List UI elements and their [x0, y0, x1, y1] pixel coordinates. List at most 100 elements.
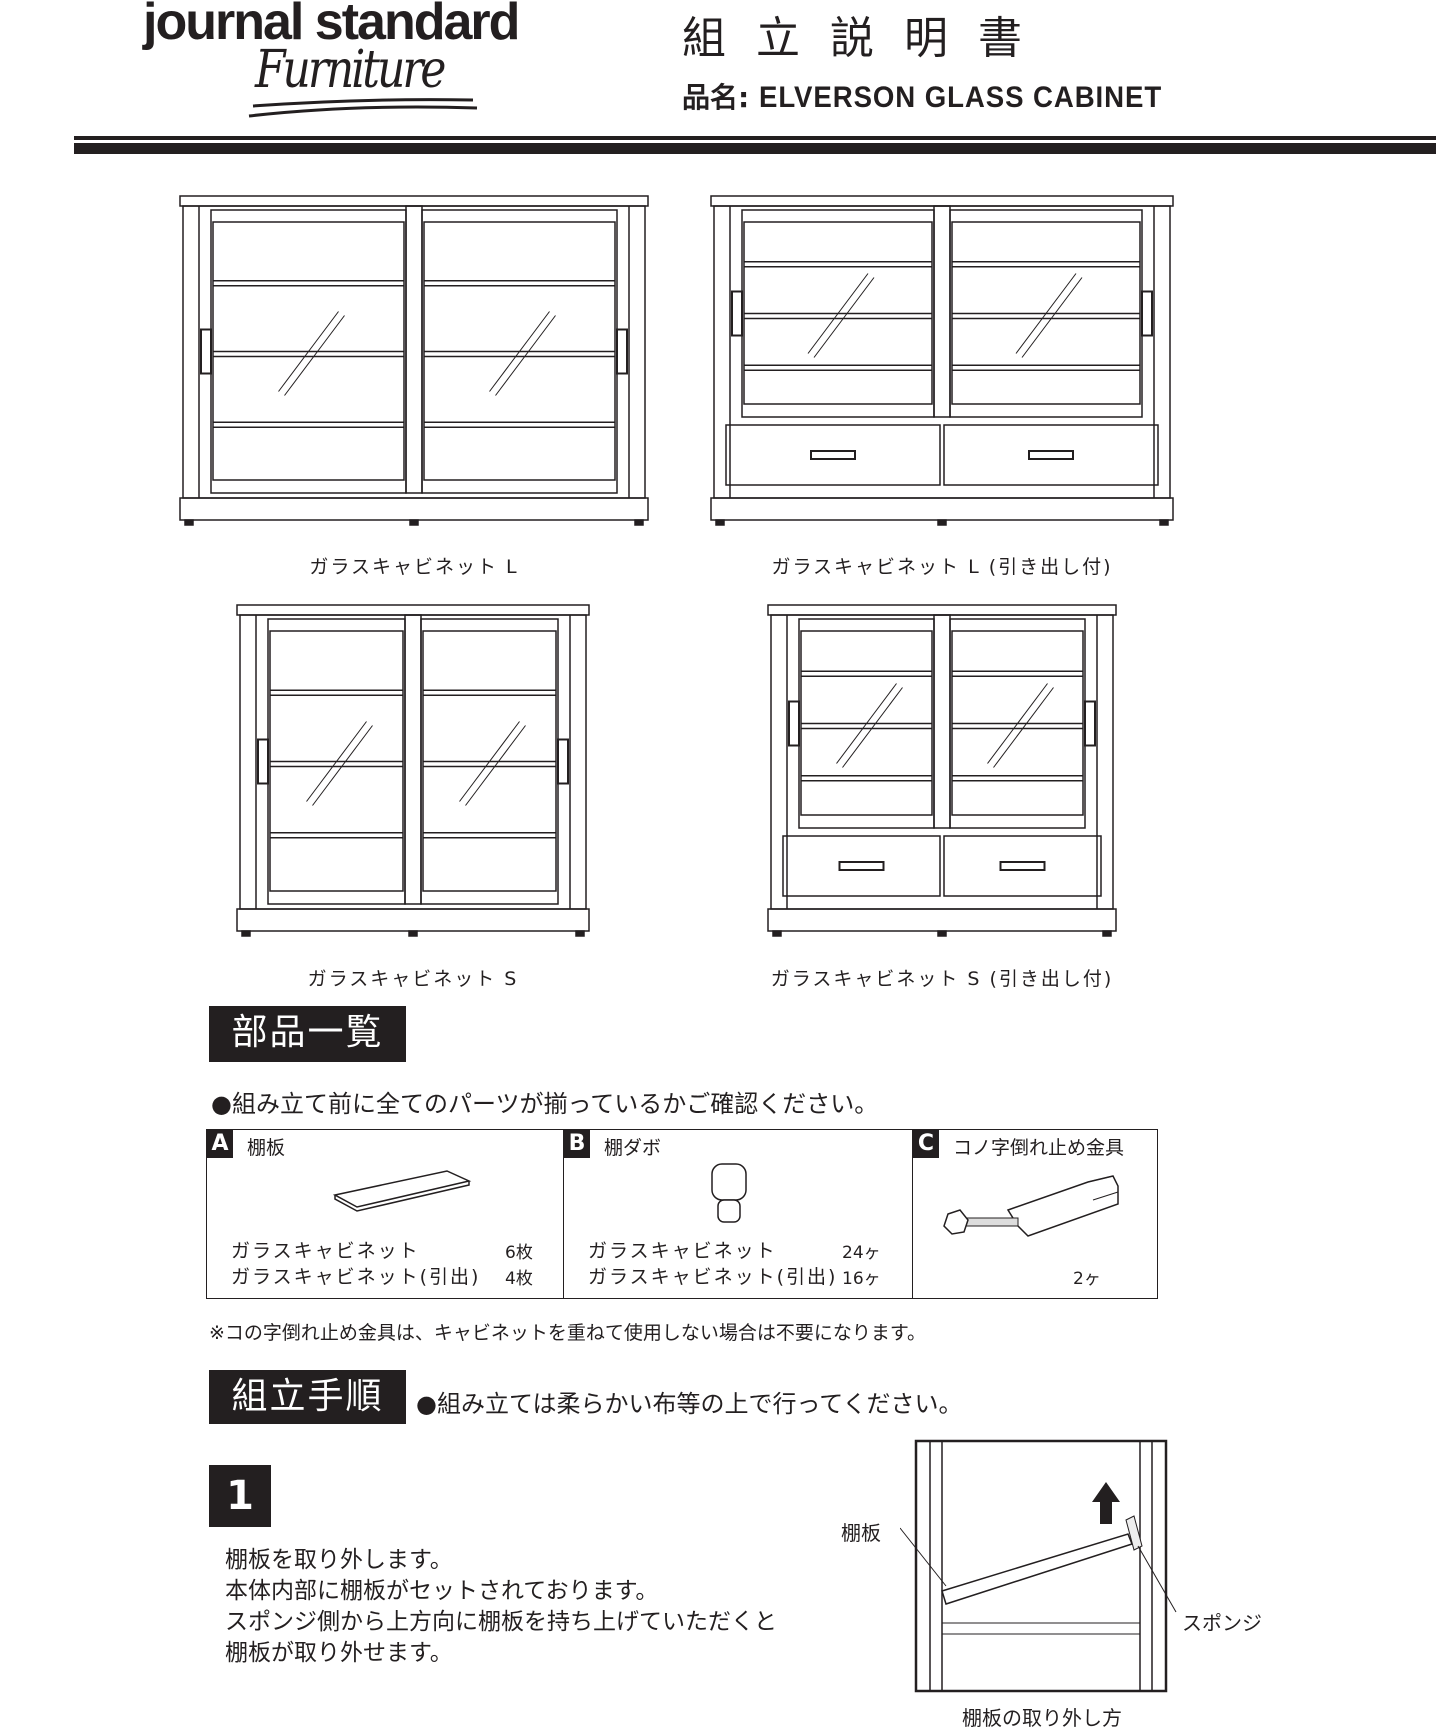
model-caption: ガラスキャビネット S: [307, 968, 519, 990]
door-handle: [1141, 290, 1153, 337]
part-row-qty: 4枚: [505, 1269, 533, 1289]
drawer-handle: [1028, 450, 1074, 460]
shelf-board-icon: [332, 1170, 472, 1212]
glass-reflection: [807, 273, 869, 354]
drawer-front: [943, 835, 1102, 897]
drawer-handle: [810, 450, 856, 460]
glass-reflection: [813, 277, 875, 358]
brand-logo-sub: Furniture: [255, 38, 446, 101]
document-title: 組立説明書: [682, 13, 1052, 64]
part-a: A 棚板 ガラスキャビネット 6枚 ガラスキャビネット(引出) 4枚: [207, 1130, 564, 1298]
step-line: 棚板を取り外します。: [225, 1547, 453, 1573]
glass-reflection: [993, 687, 1054, 768]
drawer-front: [943, 424, 1159, 486]
parts-table: A 棚板 ガラスキャビネット 6枚 ガラスキャビネット(引出) 4枚 B 棚ダボ…: [206, 1129, 1158, 1299]
step-number: 1: [209, 1465, 271, 1527]
part-qty: 2ヶ: [1073, 1269, 1101, 1289]
figure-label-shelf: 棚板: [841, 1521, 881, 1545]
drawer-front: [782, 835, 941, 897]
drawer-handle: [999, 861, 1046, 871]
cabinet-foot: [1159, 519, 1169, 526]
glass-reflection: [1021, 277, 1083, 358]
figure-caption: 棚板の取り外し方: [962, 1706, 1122, 1730]
cabinet-l-drawer-illustration: [710, 195, 1174, 526]
door-handle: [200, 328, 212, 375]
step-line: スポンジ側から上方向に棚板を持ち上げていただくと: [225, 1609, 777, 1635]
glass-reflection: [987, 683, 1048, 764]
step-line: 棚板が取り外せます。: [225, 1640, 453, 1666]
cabinet-foot: [575, 930, 585, 937]
shelf-removal-figure: [900, 1439, 1177, 1693]
door-handle: [1084, 700, 1096, 747]
glass-reflection: [495, 315, 556, 396]
header-rule-thin: [74, 136, 1436, 140]
cabinet-foot: [634, 519, 644, 526]
glass-reflection: [459, 721, 520, 802]
part-row-qty: 6枚: [505, 1243, 533, 1263]
glass-reflection: [278, 311, 339, 392]
cabinet-foot: [409, 519, 419, 526]
glass-reflection: [284, 315, 345, 396]
product-name: 品名: ELVERSON GLASS CABINET: [682, 76, 1197, 116]
part-row-qty: 24ヶ: [842, 1243, 881, 1263]
glass-reflection: [836, 683, 897, 764]
part-row-model: ガラスキャビネット: [588, 1240, 777, 1262]
cabinet-foot: [715, 519, 725, 526]
cabinet-base: [236, 908, 590, 932]
assembly-notice: ●組み立ては柔らかい布等の上で行ってください。: [416, 1390, 963, 1418]
part-letter: C: [913, 1130, 939, 1158]
brand-logo: journal standard: [143, 0, 520, 51]
c-bracket-icon: [943, 1175, 1119, 1237]
cabinet-top: [710, 195, 1174, 207]
part-row-model: ガラスキャビネット(引出): [231, 1266, 481, 1288]
parts-heading: 部品一覧: [209, 1006, 406, 1062]
door-handle: [616, 328, 628, 375]
model-caption: ガラスキャビネット L (引き出し付): [771, 556, 1113, 578]
part-name: 棚ダボ: [604, 1137, 662, 1159]
center-post: [933, 614, 951, 829]
part-letter: B: [564, 1130, 590, 1158]
glass-reflection: [312, 725, 373, 806]
part-b: B 棚ダボ ガラスキャビネット 24ヶ ガラスキャビネット(引出) 16ヶ: [564, 1130, 913, 1298]
center-post: [933, 205, 951, 418]
glass-reflection: [489, 311, 550, 392]
cabinet-base: [710, 497, 1174, 521]
cabinet-foot: [184, 519, 194, 526]
part-row-qty: 16ヶ: [842, 1269, 881, 1289]
shelf-dowel-icon: [711, 1163, 747, 1223]
logo-underline: [248, 98, 478, 118]
cabinet-body: [713, 205, 1171, 499]
center-post: [405, 205, 423, 494]
product-name-value: ELVERSON GLASS CABINET: [758, 81, 1163, 114]
door-handle: [557, 738, 569, 785]
drawer-handle: [838, 861, 885, 871]
part-row-model: ガラスキャビネット: [231, 1240, 420, 1262]
cabinet-base: [767, 908, 1117, 932]
assembly-heading: 組立手順: [209, 1370, 406, 1424]
cabinet-top: [236, 604, 590, 616]
cabinet-foot: [241, 930, 251, 937]
center-post: [404, 614, 422, 905]
figure-label-sponge: スポンジ: [1182, 1611, 1262, 1635]
cabinet-foot: [408, 930, 418, 937]
cabinet-top: [767, 604, 1117, 616]
model-caption: ガラスキャビネット L: [309, 556, 519, 578]
product-label: 品名:: [682, 81, 750, 114]
door-handle: [731, 290, 743, 337]
glass-reflection: [306, 721, 367, 802]
part-letter: A: [207, 1130, 233, 1158]
part-name: コノ字倒れ止め金具: [953, 1137, 1125, 1159]
cabinet-l-illustration: [179, 195, 649, 526]
drawer-front: [725, 424, 941, 486]
step-line: 本体内部に棚板がセットされております。: [225, 1578, 659, 1604]
parts-notice: ●組み立て前に全てのパーツが揃っているかご確認ください。: [211, 1090, 879, 1118]
part-c: C コノ字倒れ止め金具 2ヶ: [913, 1130, 1157, 1298]
glass-reflection: [842, 687, 903, 768]
header-rule-thick: [74, 143, 1436, 154]
parts-footnote: ※コの字倒れ止め金具は、キャビネットを重ねて使用しない場合は不要になります。: [209, 1322, 927, 1344]
cabinet-foot: [937, 519, 947, 526]
cabinet-body: [770, 614, 1114, 910]
glass-reflection: [465, 725, 526, 806]
door-handle: [788, 700, 800, 747]
cabinet-foot: [1102, 930, 1112, 937]
